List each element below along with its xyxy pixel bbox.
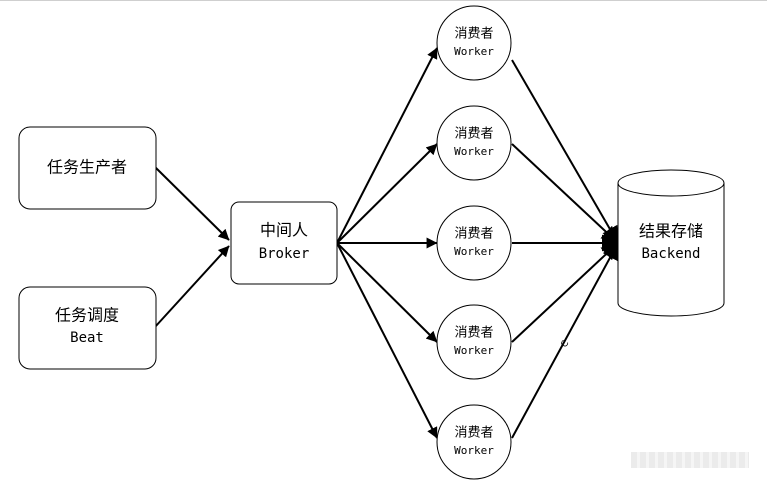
worker-3-label-cn: 消费者 xyxy=(454,227,493,242)
edge-broker-to-worker-2 xyxy=(336,143,438,244)
worker-2-label-en: Worker xyxy=(454,145,494,158)
backend-label-cn: 结果存储 xyxy=(639,222,703,241)
worker-5-label-cn: 消费者 xyxy=(454,426,493,441)
edge-broker-to-worker-4 xyxy=(336,242,438,343)
scheduler-node: 任务调度 Beat xyxy=(18,286,157,370)
worker-5-label-en: Worker xyxy=(454,444,494,457)
edges xyxy=(154,47,619,439)
top-border xyxy=(0,0,767,1)
worker-3-label-en: Worker xyxy=(454,245,494,258)
worker-node-1: 消费者 Worker xyxy=(436,5,512,81)
edge-worker-2-to-backend xyxy=(511,143,619,244)
worker-node-4: 消费者 Worker xyxy=(436,304,512,380)
backend-label-en: Backend xyxy=(641,246,700,262)
worker-node-3: 消费者 Worker xyxy=(436,205,512,281)
producer-node: 任务生产者 xyxy=(18,126,157,210)
worker-1-label-cn: 消费者 xyxy=(454,27,493,42)
broker-node: 中间人 Broker xyxy=(230,201,338,285)
producer-label: 任务生产者 xyxy=(47,158,127,177)
worker-node-2: 消费者 Worker xyxy=(436,105,512,181)
edge-broker-to-worker-1 xyxy=(336,47,438,244)
scheduler-label-cn: 任务调度 xyxy=(55,306,119,325)
edge-worker-5-to-backend xyxy=(511,242,619,439)
broker-label-en: Broker xyxy=(259,246,310,262)
stray-mark: C xyxy=(560,339,572,349)
edge-scheduler-to-broker xyxy=(154,245,230,328)
worker-4-label-en: Worker xyxy=(454,344,494,357)
edge-worker-4-to-backend xyxy=(511,242,619,343)
edge-worker-1-to-backend xyxy=(511,59,619,244)
blurred-watermark xyxy=(631,452,749,468)
worker-4-label-cn: 消费者 xyxy=(454,326,493,341)
worker-1-label-en: Worker xyxy=(454,45,494,58)
edge-producer-to-broker xyxy=(154,166,230,241)
broker-label-cn: 中间人 xyxy=(260,221,308,240)
backend-node: 结果存储 Backend xyxy=(617,169,725,317)
edge-broker-to-worker-5 xyxy=(336,242,438,439)
worker-2-label-cn: 消费者 xyxy=(454,127,493,142)
worker-node-5: 消费者 Worker xyxy=(436,404,512,480)
scheduler-label-en: Beat xyxy=(70,330,104,346)
